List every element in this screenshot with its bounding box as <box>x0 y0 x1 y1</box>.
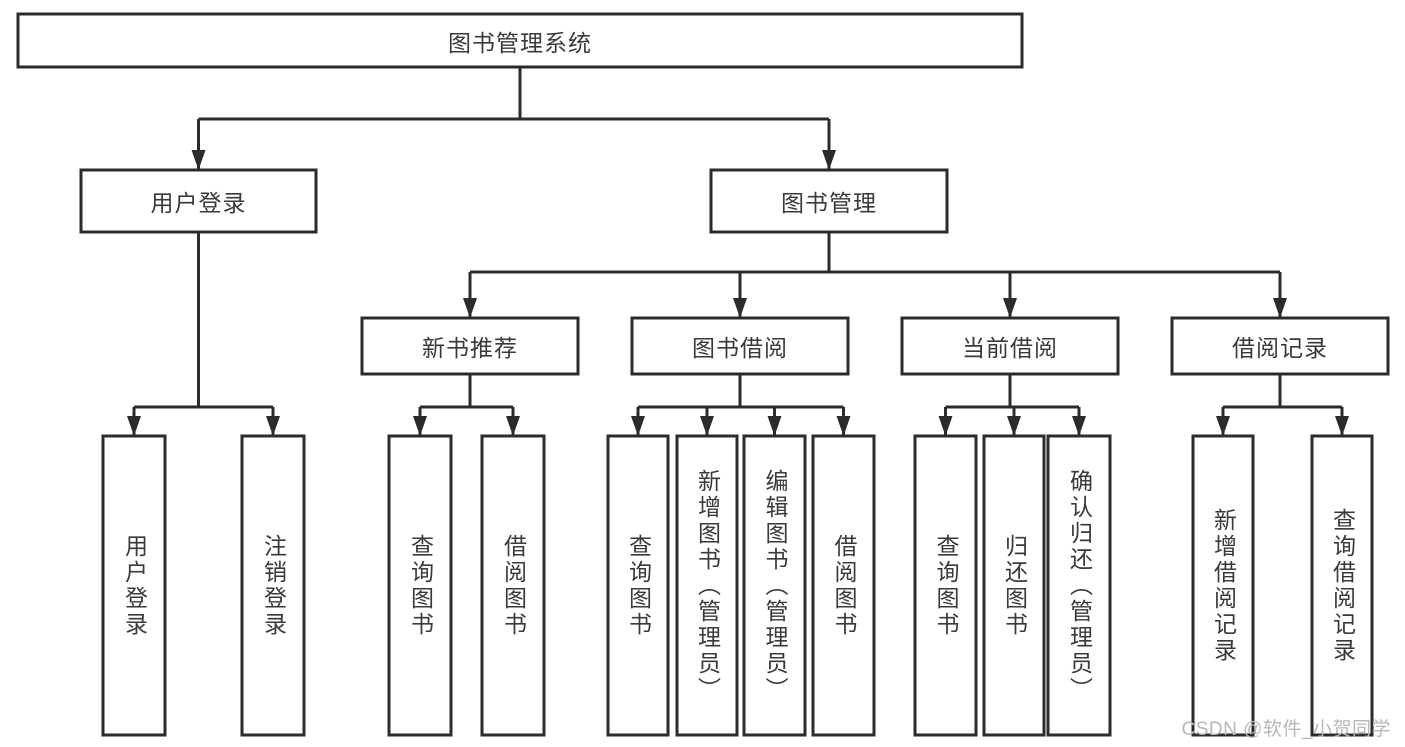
node-box-current-borrow <box>900 316 1120 376</box>
node-box-leaf-add-record <box>1191 434 1255 737</box>
node-box-leaf-query-book-3 <box>913 434 978 737</box>
csdn-watermark: CSDN @软件_小贺同学 <box>1181 719 1391 740</box>
arrow-head-book-borrow <box>733 298 747 318</box>
node-box-leaf-add-book <box>675 434 739 737</box>
node-box-book-borrow <box>630 316 850 376</box>
node-box-leaf-edit-book <box>742 434 807 737</box>
node-box-book-manage <box>709 168 949 234</box>
node-box-leaf-return-book <box>982 434 1046 737</box>
node-box-user-login <box>79 168 318 234</box>
node-box-leaf-user-logout <box>240 434 306 737</box>
node-box-leaf-confirm-return <box>1046 434 1112 737</box>
arrow-head-leaf-return-book <box>1007 416 1021 436</box>
arrow-head-current-borrow <box>1003 298 1017 318</box>
arrow-head-leaf-query-record <box>1335 416 1349 436</box>
node-box-leaf-borrow-book-1 <box>480 434 546 737</box>
arrow-head-borrow-record <box>1273 298 1287 318</box>
node-boxes-layer <box>16 12 1390 737</box>
connector-lines-layer <box>127 67 1349 436</box>
node-box-leaf-user-login <box>101 434 167 737</box>
arrow-head-leaf-borrow-book-1 <box>506 416 520 436</box>
node-box-leaf-query-record <box>1310 434 1374 737</box>
arrow-head-leaf-user-login <box>127 416 141 436</box>
arrow-head-new-book-rec <box>463 298 477 318</box>
arrow-head-leaf-edit-book <box>767 416 782 436</box>
arrow-head-leaf-borrow-book-2 <box>836 416 851 436</box>
arrow-head-leaf-add-record <box>1216 416 1230 436</box>
arrow-head-leaf-confirm-return <box>1072 416 1086 436</box>
node-box-leaf-query-book-1 <box>387 434 453 737</box>
node-box-new-book-rec <box>360 316 580 376</box>
arrow-head-leaf-query-book-1 <box>413 416 427 436</box>
arrow-head-leaf-add-book <box>700 416 714 436</box>
node-box-borrow-record <box>1170 316 1390 376</box>
node-box-leaf-query-book-2 <box>606 434 670 737</box>
arrow-head-leaf-query-book-2 <box>631 416 645 436</box>
arrow-head-leaf-query-book-3 <box>938 416 953 436</box>
arrow-head-book-manage <box>822 150 836 170</box>
node-box-leaf-borrow-book-2 <box>811 434 876 737</box>
node-box-root <box>16 12 1024 69</box>
arrow-head-user-login <box>191 150 206 170</box>
arrow-head-leaf-user-logout <box>266 416 280 436</box>
